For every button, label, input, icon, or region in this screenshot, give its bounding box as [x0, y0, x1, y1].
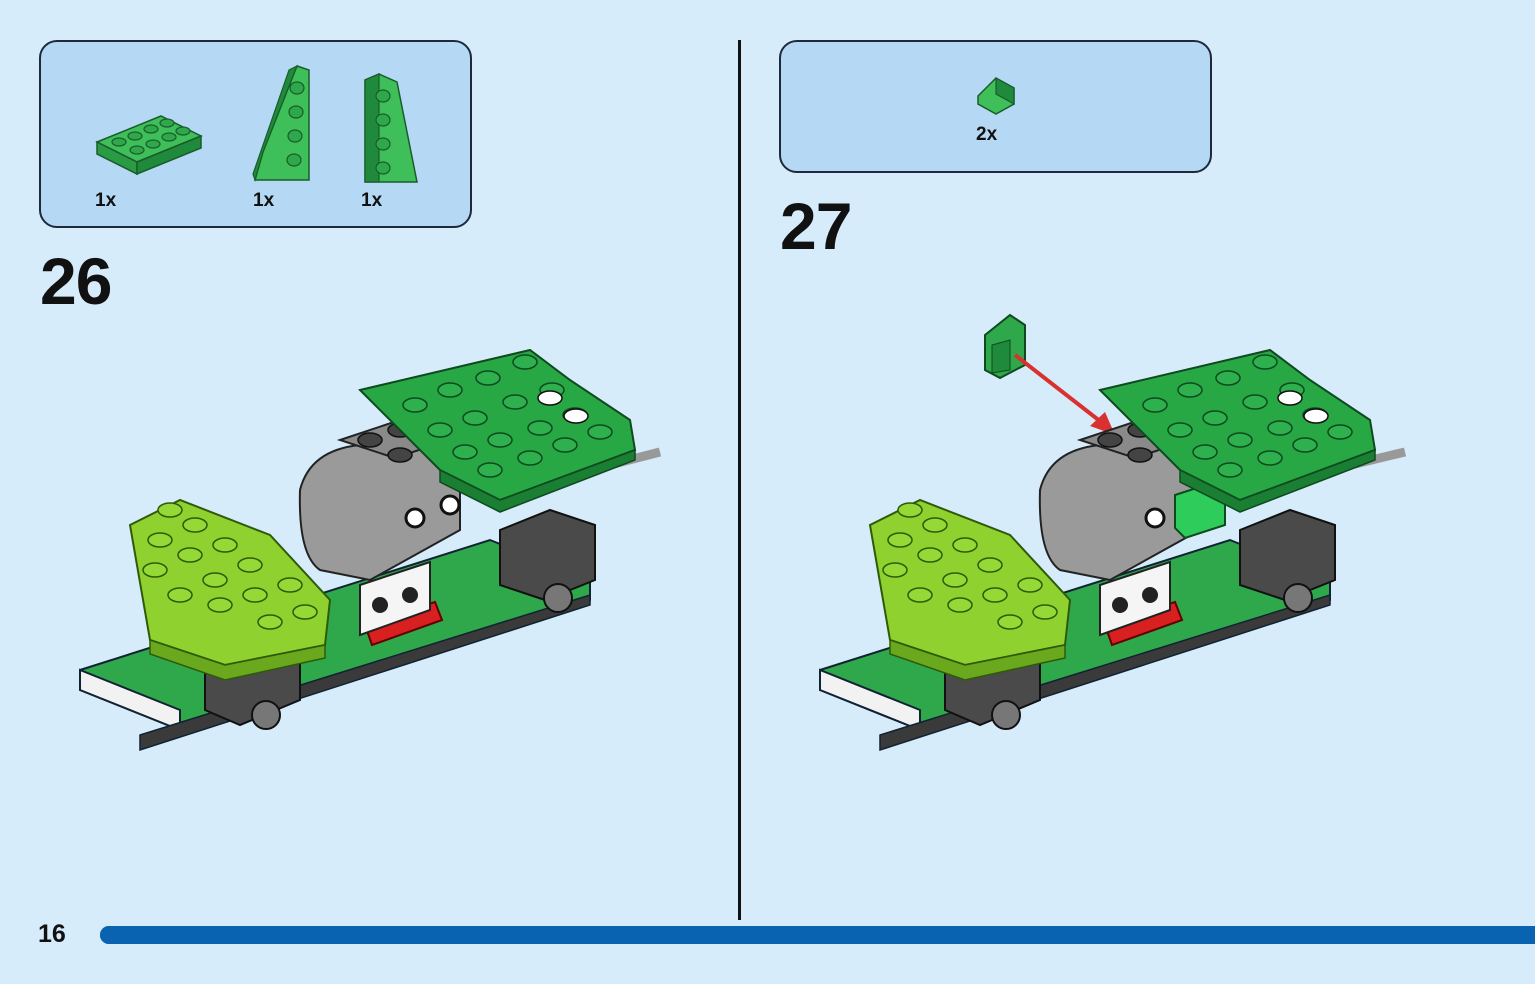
page-divider [738, 40, 741, 920]
green-plate-2x4-icon [95, 115, 203, 176]
part-qty: 1x [361, 190, 383, 211]
new-part-slope-tile [984, 313, 1026, 380]
placement-arrowhead [1090, 412, 1115, 435]
page-number: 16 [38, 920, 66, 948]
step-number: 27 [780, 189, 852, 263]
part-qty: 1x [95, 190, 117, 211]
green-wedge-plate-left-icon [252, 64, 310, 183]
progress-bar [100, 926, 1535, 944]
parts-list-step-26: 1x 1x 1x [39, 40, 472, 228]
green-slope-tile-icon [977, 76, 1015, 115]
parts-list-step-27: 2x [779, 40, 1212, 173]
step-27-model-illustration [819, 313, 1407, 752]
step-number: 26 [40, 244, 112, 318]
placement-arrow [1013, 353, 1107, 427]
progress-fill [100, 926, 1535, 944]
part-qty: 1x [253, 190, 275, 211]
step-26-model-illustration [79, 348, 662, 752]
green-wedge-plate-right-icon [364, 73, 418, 183]
part-qty: 2x [976, 124, 998, 145]
